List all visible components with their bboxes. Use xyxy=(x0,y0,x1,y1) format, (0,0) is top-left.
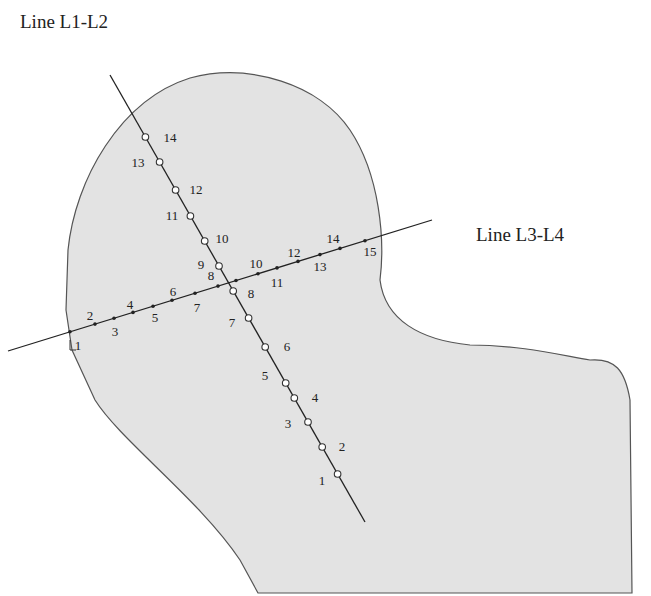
line-l1-l2 xyxy=(110,75,365,522)
callout-number: 10 xyxy=(250,257,263,270)
callout-number: 3 xyxy=(285,417,292,430)
callout-number: 4 xyxy=(127,298,134,311)
callout-number: 6 xyxy=(170,285,177,298)
callout-number: 11 xyxy=(166,209,179,222)
callout-number: 2 xyxy=(87,309,94,322)
bone-outline xyxy=(66,73,632,593)
callout-number: 8 xyxy=(208,269,215,282)
callout-number: 9 xyxy=(198,258,205,271)
callout-number: 1 xyxy=(75,339,82,352)
callout-number: 2 xyxy=(339,440,346,453)
callout-number: 7 xyxy=(194,301,201,314)
line-l3-l4 xyxy=(8,220,432,351)
l1-l2-points xyxy=(142,134,341,478)
callout-number: 8 xyxy=(248,287,255,300)
callout-number: 14 xyxy=(327,232,340,245)
callout-number: 14 xyxy=(164,131,177,144)
callout-number: 13 xyxy=(132,156,145,169)
callout-number: 3 xyxy=(112,325,119,338)
callout-number: 7 xyxy=(229,316,236,329)
l3-l4-points xyxy=(68,239,367,334)
callout-number: 15 xyxy=(364,245,377,258)
callout-number: 5 xyxy=(152,311,159,324)
line-label: Line L1-L2 xyxy=(20,12,108,31)
callout-number: 10 xyxy=(216,232,229,245)
callout-number: 11 xyxy=(271,276,284,289)
callout-number: 1 xyxy=(319,474,326,487)
callout-number: 12 xyxy=(288,246,301,259)
callout-number: 4 xyxy=(312,391,319,404)
callout-number: 6 xyxy=(284,340,291,353)
line-label: Line L3-L4 xyxy=(476,225,564,244)
callout-number: 13 xyxy=(314,260,327,273)
callout-number: 12 xyxy=(190,183,203,196)
callout-number: 5 xyxy=(262,369,269,382)
